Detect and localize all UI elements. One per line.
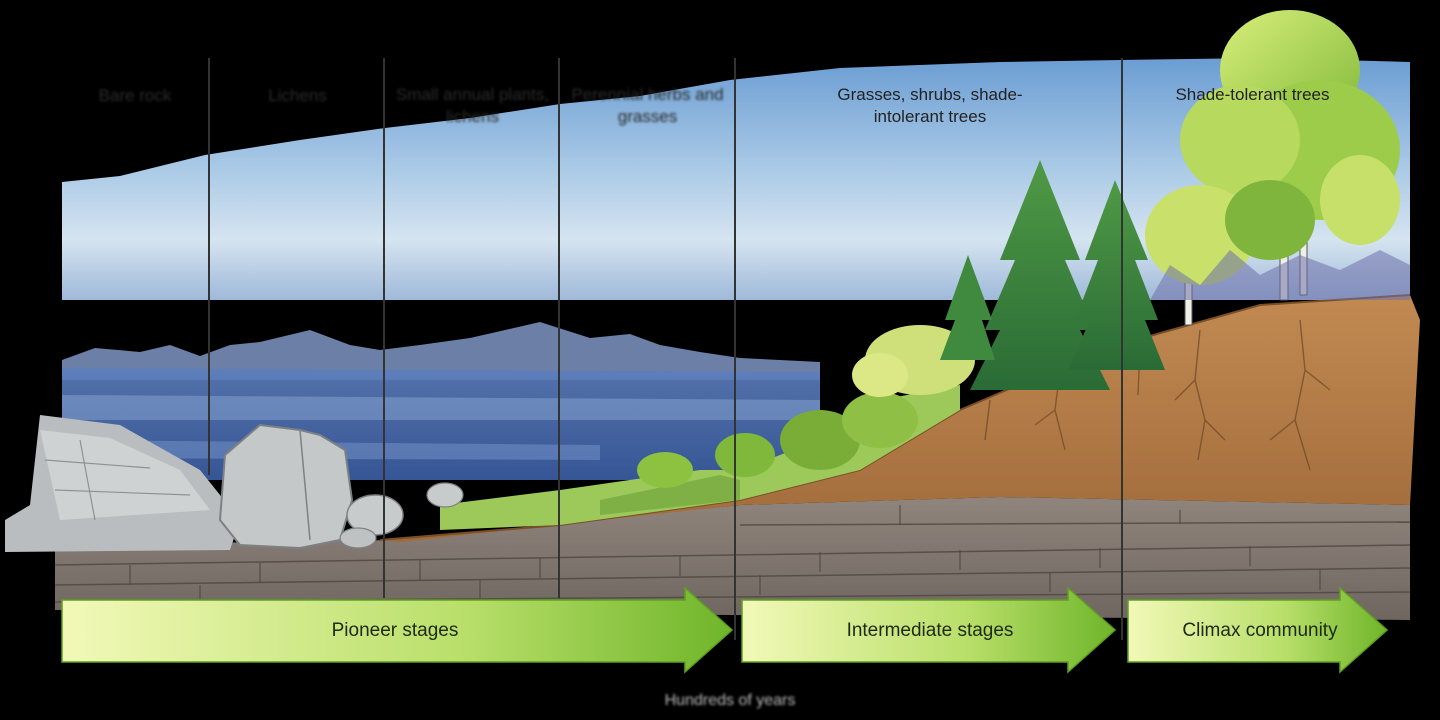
arrow-climax <box>1127 586 1389 674</box>
arrow-intermediate <box>741 586 1117 674</box>
stage-label-lichens: Lichens <box>268 86 327 105</box>
time-axis-label: Hundreds of years <box>664 692 796 709</box>
stage-label-perennial-herbs: Perennial herbs and grasses <box>571 85 724 126</box>
stage-label-grasses-shrubs: Grasses, shrubs, shade-intolerant trees <box>837 85 1023 126</box>
arrow-pioneer <box>61 586 734 674</box>
bedrock <box>55 497 1410 620</box>
stage-label-small-annual-plants: Small annual plants, lichens <box>395 85 550 126</box>
arrow-label-intermediate: Intermediate stages <box>846 620 1014 641</box>
arrow-label-pioneer: Pioneer stages <box>331 620 459 641</box>
arrow-label-climax: Climax community <box>1182 620 1338 641</box>
soil <box>380 295 1420 542</box>
deciduous-trees <box>1145 10 1400 326</box>
stage-label-bare-rock: Bare rock <box>98 86 172 105</box>
stage-label-shade-tolerant: Shade-tolerant trees <box>1175 85 1330 104</box>
stage-dividers <box>208 58 1123 640</box>
boulder <box>218 423 354 550</box>
mountains <box>62 322 820 380</box>
conifers <box>940 160 1165 390</box>
